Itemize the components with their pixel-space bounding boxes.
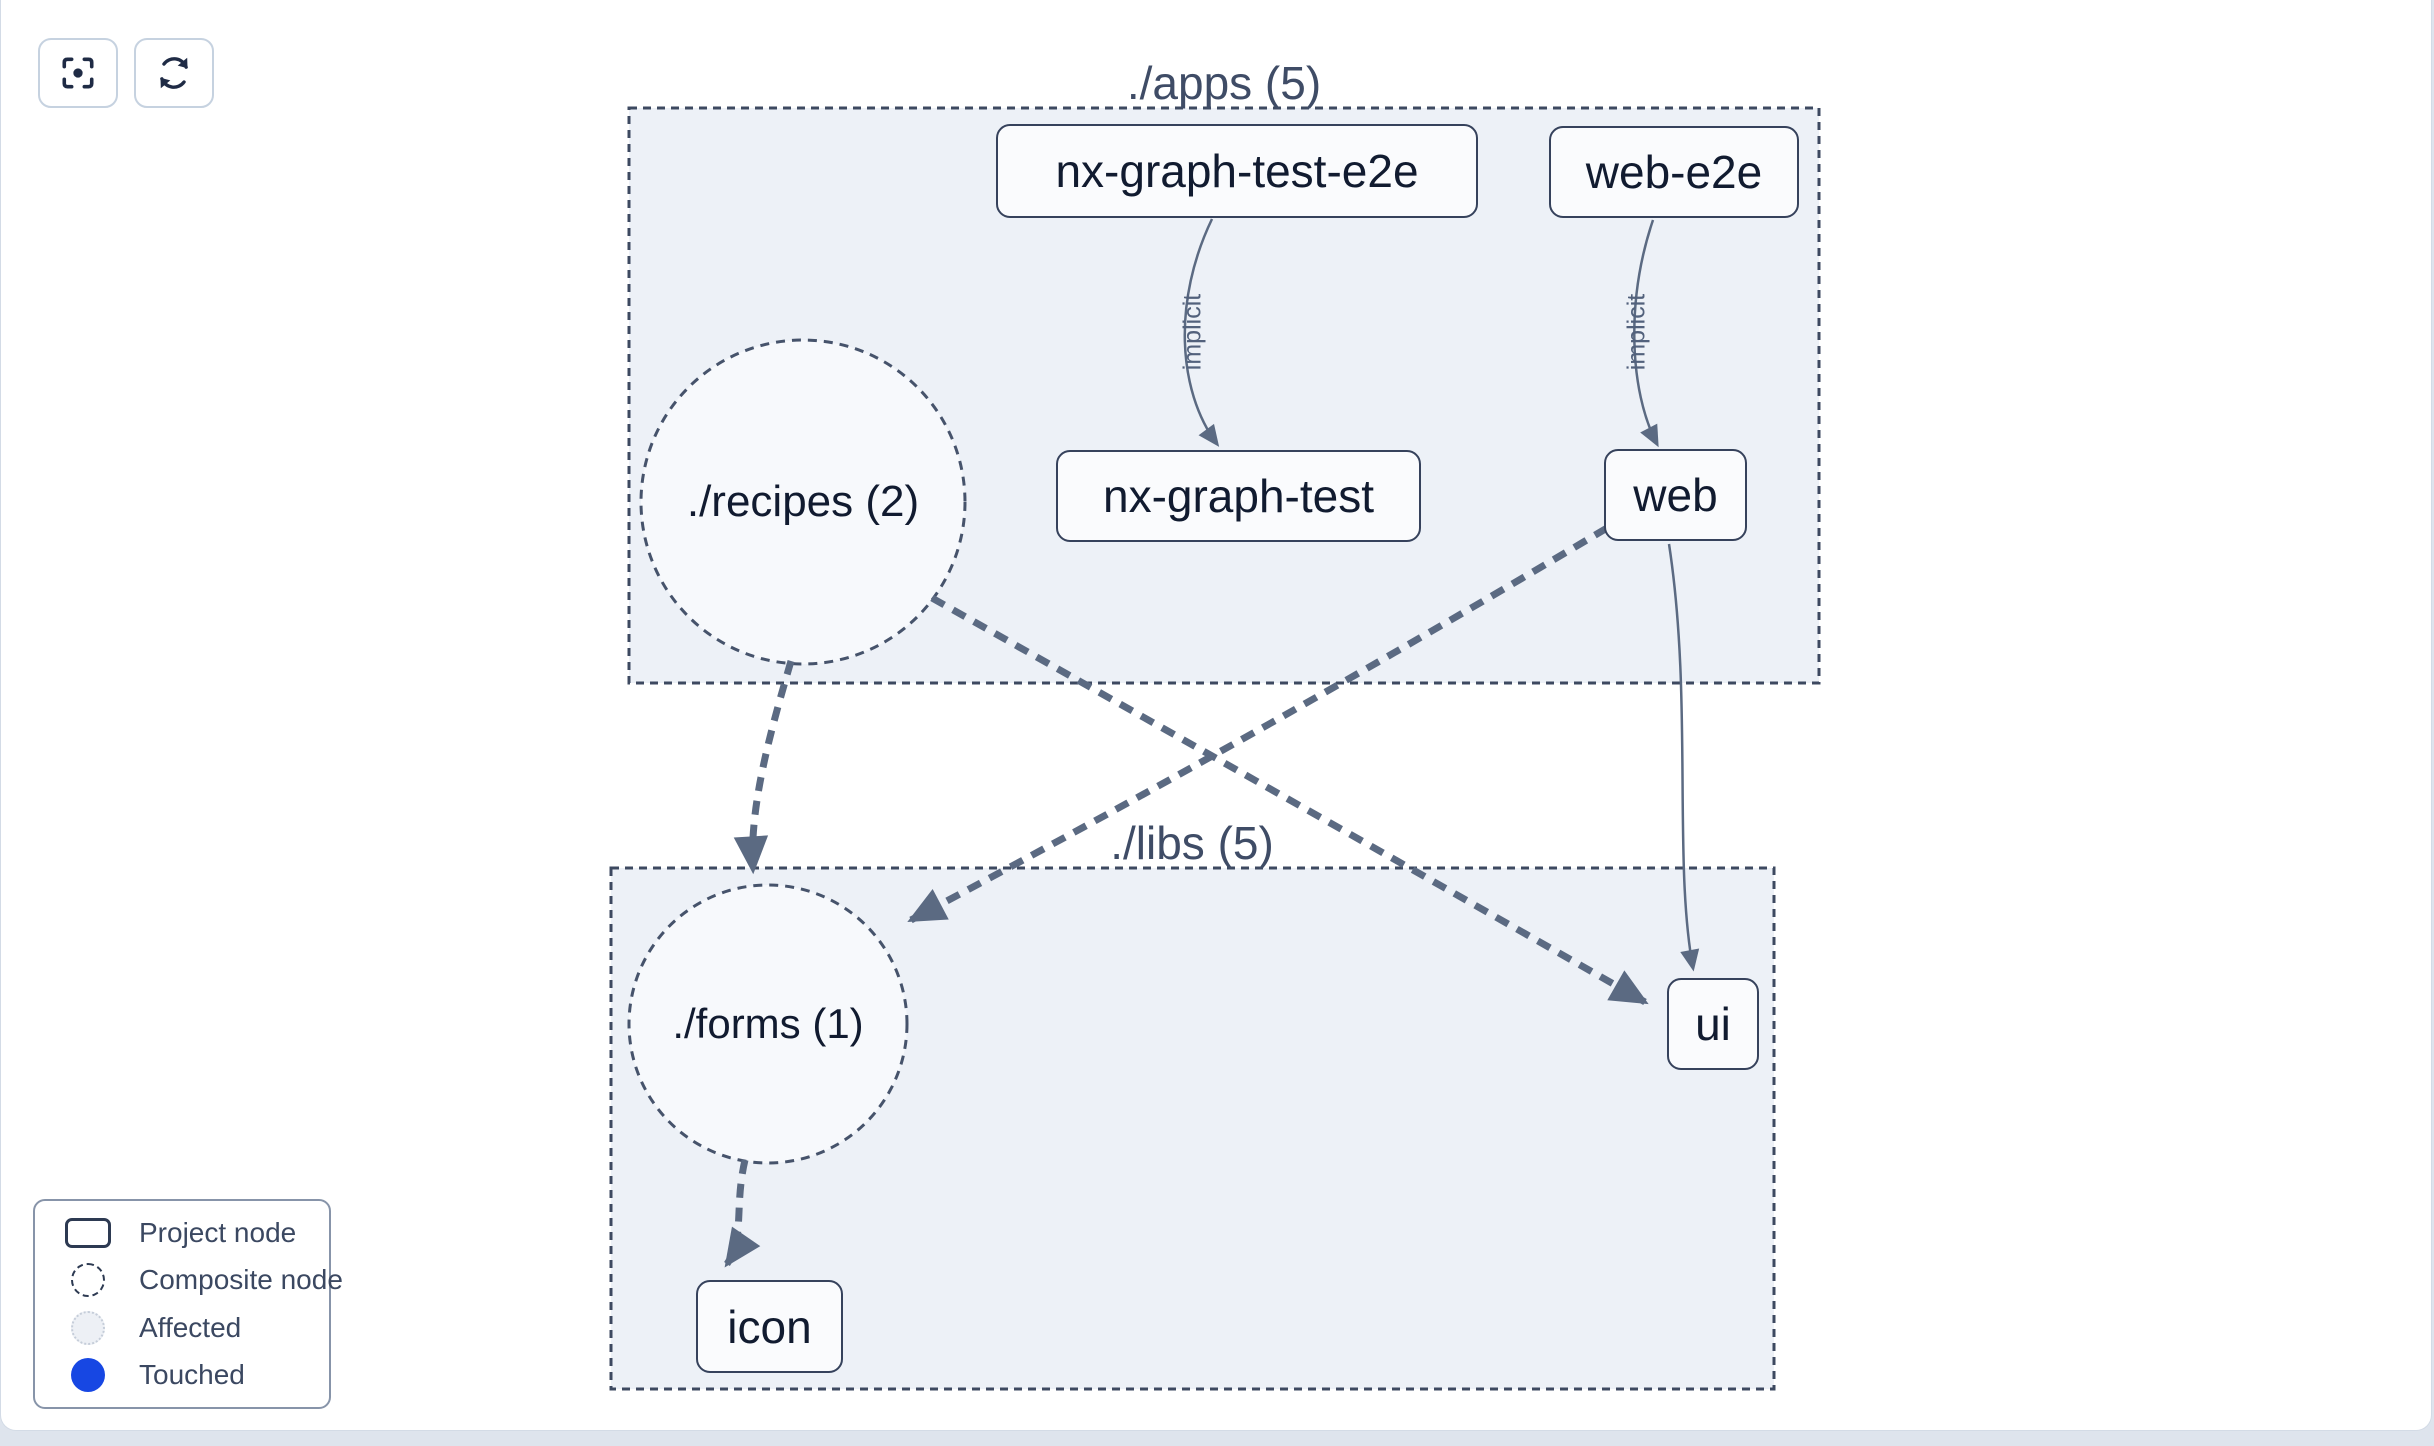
legend-label: Composite node <box>139 1264 343 1296</box>
affected-circle-icon <box>59 1310 117 1345</box>
node-ui[interactable]: ui <box>1667 978 1759 1070</box>
edge-recipes-to-forms[interactable] <box>733 660 795 875</box>
legend: Project node Composite node Affected Tou… <box>33 1199 343 1409</box>
legend-item-composite-node: Composite node <box>35 1259 343 1302</box>
node-nx-graph-test-e2e[interactable]: nx-graph-test-e2e <box>996 124 1478 218</box>
legend-item-affected: Affected <box>35 1306 329 1349</box>
edge-nx-graph-test-e2e-to-nx-graph-test[interactable] <box>1183 218 1220 447</box>
composite-node-forms-circle <box>627 883 909 1165</box>
group-libs-label: ./libs (5) <box>1110 817 1274 869</box>
refresh-button[interactable] <box>134 38 214 108</box>
edge-recipes-to-ui[interactable] <box>930 594 1649 1006</box>
composite-node-recipes-circle <box>639 338 967 666</box>
touched-circle-icon <box>59 1358 117 1393</box>
legend-item-touched: Touched <box>35 1354 329 1397</box>
project-node-rect-icon <box>59 1217 117 1248</box>
legend-label: Touched <box>139 1359 245 1391</box>
group-apps-label: ./apps (5) <box>1126 57 1322 109</box>
node-web[interactable]: web <box>1604 449 1747 541</box>
edge-forms-to-icon[interactable] <box>724 1159 761 1268</box>
edge-label-implicit-web: implicit <box>1622 293 1651 371</box>
bottom-panel-edge <box>0 1432 2434 1446</box>
focus-crosshair-icon <box>59 54 97 92</box>
legend-label: Affected <box>139 1311 242 1343</box>
node-nx-graph-test[interactable]: nx-graph-test <box>1056 450 1421 542</box>
edge-web-e2e-to-web[interactable] <box>1633 219 1659 448</box>
node-icon[interactable]: icon <box>696 1280 843 1373</box>
refresh-arrows-icon <box>155 54 193 92</box>
node-web-e2e[interactable]: web-e2e <box>1549 126 1799 218</box>
composite-node-recipes[interactable]: ./recipes (2) <box>686 477 920 526</box>
composite-node-dashed-circle-icon <box>59 1263 117 1298</box>
legend-item-project-node: Project node <box>35 1211 329 1254</box>
composite-node-forms[interactable]: ./forms (1) <box>672 1000 864 1047</box>
edge-web-to-ui[interactable] <box>1667 543 1700 972</box>
focus-button[interactable] <box>38 38 118 108</box>
legend-label: Project node <box>139 1216 297 1248</box>
edge-label-implicit-nx-graph-test: implicit <box>1178 293 1207 371</box>
